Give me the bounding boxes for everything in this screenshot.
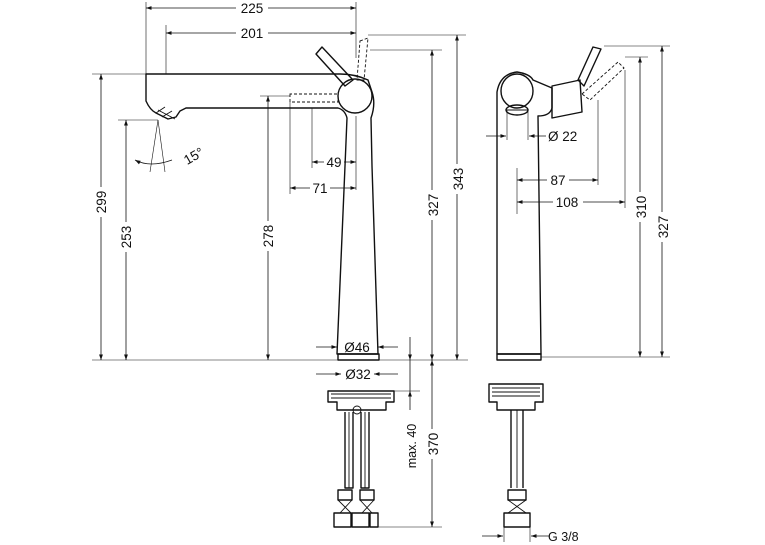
lever-handle — [315, 46, 354, 87]
lever-block — [551, 79, 583, 119]
front-body — [496, 71, 553, 355]
front-pipe — [510, 410, 524, 488]
dim-343-label: 343 — [451, 168, 466, 191]
front-fitting — [503, 489, 531, 528]
side-dimensions: 225 201 299 253 15° 278 49 — [92, 0, 468, 528]
front-view — [488, 46, 625, 528]
dia-22-label: Ø 22 — [548, 129, 577, 144]
dim-71-label: 71 — [312, 181, 327, 196]
front-flange — [488, 383, 544, 411]
angle-15-label: 15° — [181, 145, 206, 168]
front-lever — [577, 46, 602, 87]
thread-g38-label: G 3/8 — [548, 530, 579, 544]
front-flange-lines — [492, 387, 540, 397]
spout-outline — [145, 73, 379, 355]
pipe-fittings — [333, 489, 379, 528]
flange-nut — [352, 405, 362, 415]
flange-lines — [331, 393, 391, 399]
dim-299-label: 299 — [94, 191, 109, 214]
base-ring — [337, 353, 380, 361]
front-base-ring — [496, 353, 542, 361]
dim-327-label: 327 — [426, 194, 441, 217]
dia-32-label: Ø32 — [345, 367, 371, 382]
dim-87-label: 87 — [550, 173, 565, 188]
lever-alt-position-2 — [289, 93, 339, 103]
dim-49-label: 49 — [326, 155, 341, 170]
pipe-centerlines — [348, 412, 366, 488]
side-view — [145, 37, 395, 528]
front-lever-alt — [581, 61, 625, 101]
lever-alt-position — [356, 37, 369, 81]
dim-max40-label: max. 40 — [405, 424, 419, 469]
dim-225-label: 225 — [241, 1, 264, 16]
front-dimensions: Ø 22 87 108 310 327 G 3/8 — [482, 45, 671, 544]
spout-end — [500, 73, 534, 109]
dim-310-label: 310 — [634, 196, 649, 219]
dim-327b-label: 327 — [656, 216, 671, 239]
dim-108-label: 108 — [556, 195, 579, 210]
dia-46-label: Ø46 — [344, 340, 370, 355]
aerator-detail — [155, 106, 176, 120]
dim-253-label: 253 — [119, 226, 134, 249]
dim-370-label: 370 — [426, 433, 441, 456]
mounting-flange — [327, 390, 395, 411]
dim-278-label: 278 — [261, 225, 276, 248]
dim-201-label: 201 — [241, 26, 264, 41]
